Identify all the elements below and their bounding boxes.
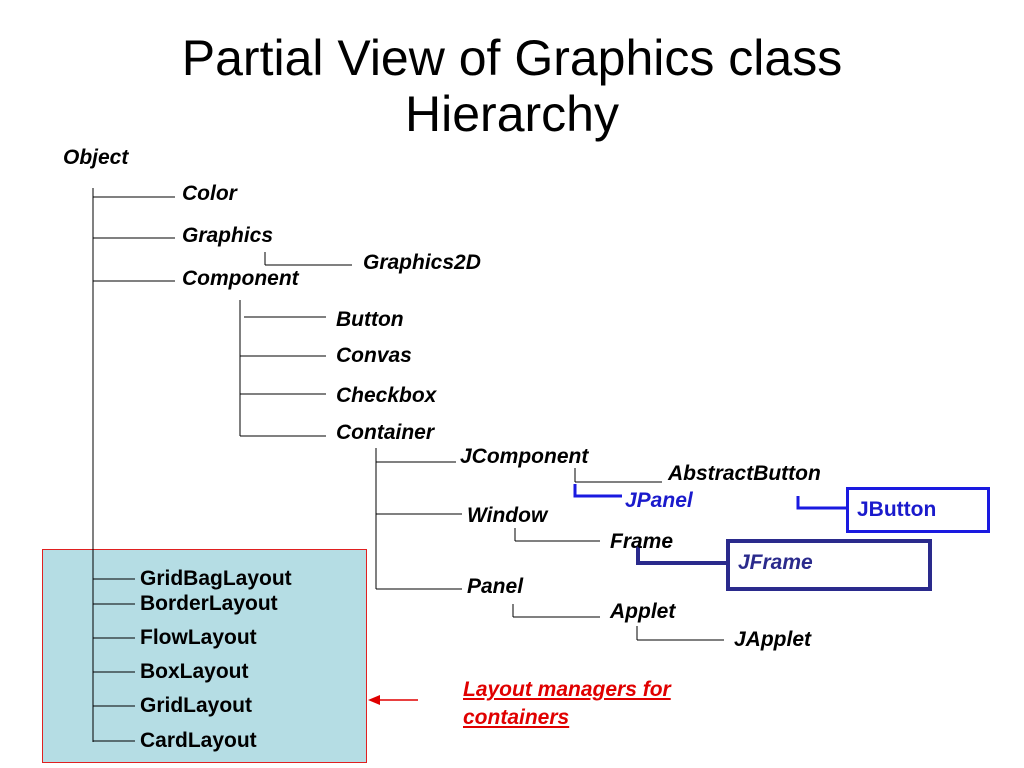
node-japplet: JApplet [734, 628, 812, 651]
node-jpanel: JPanel [625, 489, 693, 512]
jbutton-box [846, 487, 990, 533]
node-frame: Frame [610, 530, 674, 553]
node-button: Button [336, 308, 404, 331]
node-checkbox: Checkbox [336, 384, 437, 407]
node-color: Color [182, 182, 237, 205]
connector-jbutton [796, 496, 846, 510]
node-graphics2d: Graphics2D [363, 251, 481, 274]
layout-flowlayout: FlowLayout [140, 626, 257, 649]
connector-jframe [636, 546, 726, 565]
layout-managers-panel [42, 549, 367, 763]
node-convas: Convas [336, 344, 412, 367]
node-object: Object [63, 146, 129, 169]
layout-managers-note: Layout managers for containers [463, 676, 671, 732]
node-applet: Applet [610, 600, 676, 623]
node-abstractbutton: AbstractButton [668, 462, 821, 485]
layout-gridlayout: GridLayout [140, 694, 253, 717]
title-line-2: Hierarchy [405, 86, 619, 142]
title-line-1: Partial View of Graphics class [181, 30, 843, 86]
jframe-box [726, 539, 932, 591]
node-jcomponent: JComponent [460, 445, 589, 468]
note-arrow-head [368, 695, 380, 705]
layout-boxlayout: BoxLayout [140, 660, 249, 683]
node-jbutton: JButton [857, 498, 937, 521]
node-graphics: Graphics [182, 224, 274, 247]
node-panel: Panel [467, 575, 524, 598]
layout-cardlayout: CardLayout [140, 729, 257, 752]
node-window: Window [467, 504, 548, 527]
layout-borderlayout: BorderLayout [140, 592, 278, 615]
node-jframe: JFrame [738, 551, 813, 574]
layout-gridbaglayout: GridBagLayout [140, 567, 292, 590]
node-component: Component [182, 267, 299, 290]
note-line-1: Layout managers for [463, 678, 671, 701]
node-container: Container [336, 421, 435, 444]
connector-jpanel [573, 484, 622, 498]
page-title: Partial View of Graphics class Hierarchy [0, 30, 1024, 142]
note-line-2: containers [463, 706, 570, 729]
